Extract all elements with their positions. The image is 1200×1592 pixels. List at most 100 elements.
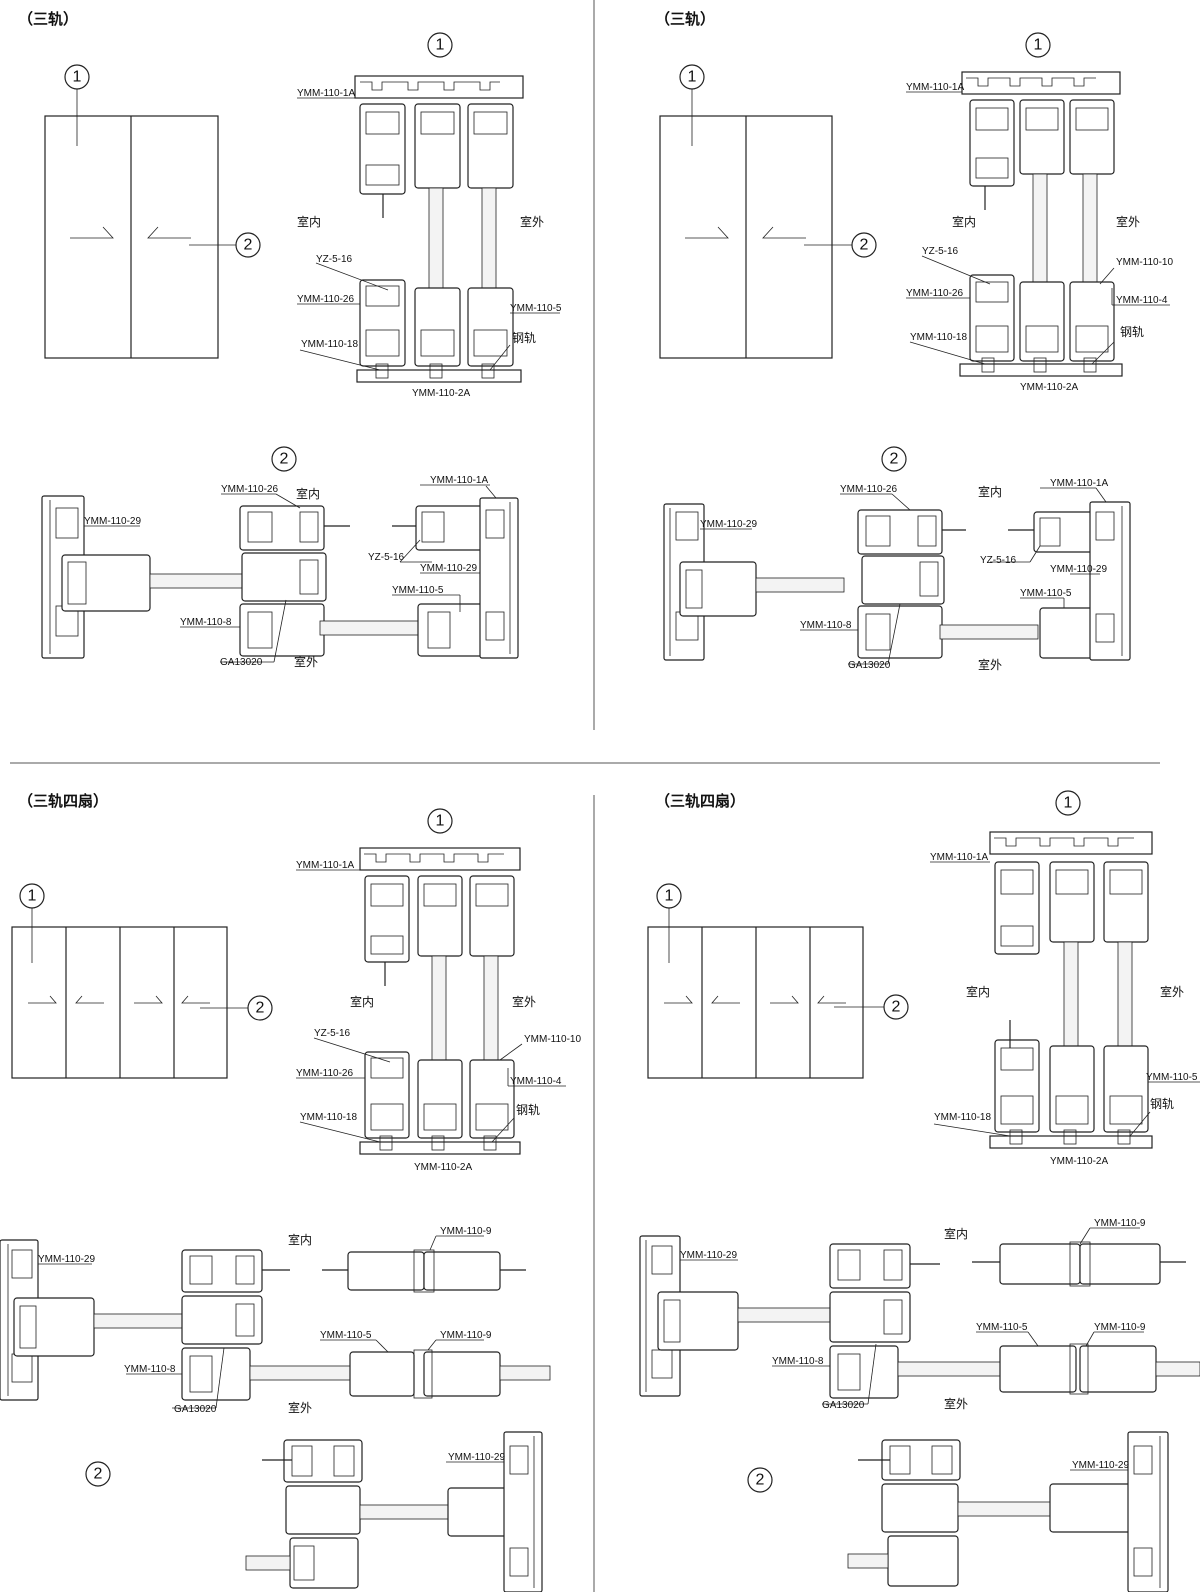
- label-sash-mid: YMM-110-5: [320, 1330, 372, 1341]
- callout-number: 1: [28, 888, 37, 905]
- label-bottom-sash: YMM-110-18: [300, 1112, 357, 1123]
- label-top-frame: YMM-110-1A: [930, 852, 988, 863]
- label-indoor: 室内: [952, 214, 976, 229]
- label-interlock: YMM-110-10: [1116, 257, 1173, 268]
- vertical-section: 1: [296, 808, 566, 1155]
- label-bottom-frame: YMM-110-2A: [1020, 382, 1078, 393]
- label-rail: 钢轨: [1120, 325, 1144, 339]
- elevation-four-panel: 1 2: [647, 883, 909, 1079]
- label-sash-right: YMM-110-5: [1146, 1072, 1198, 1083]
- callout-number: 2: [244, 237, 253, 254]
- vertical-section: 1: [297, 32, 560, 383]
- callout-number: 1: [436, 813, 445, 830]
- label-gasket: GA13020: [822, 1400, 865, 1411]
- elevation-four-panel: 1 2: [11, 883, 273, 1079]
- elevation-two-panel: 1 2: [659, 64, 877, 359]
- callout-number: 2: [256, 1000, 265, 1017]
- section-title-q3: （三轨四扇）: [18, 792, 108, 810]
- vertical-section: 1: [906, 32, 1170, 377]
- quadrant-three-track-four-panel-b: 1 2 1: [639, 790, 1200, 1592]
- label-sash-left-h: YMM-110-8: [772, 1356, 824, 1367]
- label-bottom-sash: YMM-110-18: [301, 339, 358, 350]
- label-side-frame: YMM-110-29: [38, 1254, 95, 1265]
- section-title-q2: （三轨）: [655, 10, 715, 28]
- label-indoor-h: 室内: [978, 484, 1002, 499]
- label-rail: 钢轨: [512, 331, 536, 345]
- label-rail: 钢轨: [1150, 1097, 1174, 1111]
- callout-circle-2: [235, 232, 261, 258]
- elevation-two-panel: 1 2: [44, 64, 261, 359]
- vertical-section: 1: [930, 790, 1200, 1149]
- horizontal-section-jamb: 2: [747, 1431, 1169, 1592]
- horizontal-section: [0, 1235, 551, 1409]
- label-outdoor-h: 室外: [294, 654, 318, 669]
- label-seal-h: YZ-5-16: [368, 552, 405, 563]
- label-bottom-frame: YMM-110-2A: [414, 1162, 472, 1173]
- label-outdoor: 室外: [512, 994, 536, 1009]
- label-right-frame: YMM-110-1A: [430, 475, 488, 486]
- label-mullion-mid: YMM-110-9: [1094, 1322, 1146, 1333]
- section-title-q4: （三轨四扇）: [655, 792, 745, 810]
- label-sash-top: YMM-110-26: [221, 484, 278, 495]
- label-sash-top: YMM-110-26: [840, 484, 897, 495]
- label-outdoor: 室外: [1160, 984, 1184, 999]
- label-mullion-top: YMM-110-9: [1094, 1218, 1146, 1229]
- label-indoor: 室内: [966, 984, 990, 999]
- label-bottom-sash: YMM-110-18: [934, 1112, 991, 1123]
- callout-number: 2: [892, 999, 901, 1016]
- label-sash-left-h: YMM-110-8: [180, 617, 232, 628]
- label-indoor: 室内: [350, 994, 374, 1009]
- label-gasket: GA13020: [848, 660, 891, 671]
- label-top-frame: YMM-110-1A: [296, 860, 354, 871]
- quadrant-three-track-four-panel: 1 2 1: [0, 808, 581, 1592]
- label-seal: YZ-5-16: [922, 246, 959, 257]
- label-bottom-frame: YMM-110-2A: [1050, 1156, 1108, 1167]
- callout-number: 1: [1064, 795, 1073, 812]
- label-sash-left: YMM-110-26: [297, 294, 354, 305]
- label-rail: 钢轨: [516, 1103, 540, 1117]
- label-side-frame: YMM-110-29: [84, 516, 141, 527]
- quadrant-three-track-b: 1 2 1: [659, 32, 1173, 672]
- label-sash-left: YMM-110-26: [906, 288, 963, 299]
- label-sash-right: YMM-110-5: [510, 303, 562, 314]
- label-gasket: GA13020: [174, 1404, 217, 1415]
- label-mullion-top: YMM-110-9: [440, 1226, 492, 1237]
- horizontal-section: 2: [663, 446, 1131, 665]
- callout-number: 1: [73, 69, 82, 86]
- label-sash-right: YMM-110-4: [510, 1076, 562, 1087]
- label-sash-left-h: YMM-110-8: [124, 1364, 176, 1375]
- label-outdoor: 室外: [520, 214, 544, 229]
- callout-circle-1: [64, 64, 90, 90]
- label-top-frame: YMM-110-1A: [906, 82, 964, 93]
- callout-number: 2: [890, 451, 899, 468]
- label-indoor-h: 室内: [288, 1232, 312, 1247]
- section-title-q1: （三轨）: [18, 10, 78, 28]
- callout-number: 1: [688, 69, 697, 86]
- label-side-frame-r: YMM-110-29: [1072, 1460, 1129, 1471]
- callout-number: 1: [665, 888, 674, 905]
- label-indoor-h: 室内: [944, 1226, 968, 1241]
- label-side-frame: YMM-110-29: [700, 519, 757, 530]
- callout-number: 2: [756, 1472, 765, 1489]
- horizontal-section: [639, 1227, 1200, 1405]
- horizontal-section: 2: [41, 446, 519, 663]
- label-right-frame: YMM-110-1A: [1050, 478, 1108, 489]
- label-sash-mid: YMM-110-5: [976, 1322, 1028, 1333]
- callout-number: 2: [860, 237, 869, 254]
- quadrant-three-track: 1 2 1: [41, 32, 562, 669]
- label-indoor-h: 室内: [296, 486, 320, 501]
- label-side-frame: YMM-110-29: [680, 1250, 737, 1261]
- label-seal: YZ-5-16: [316, 254, 353, 265]
- label-bottom-frame: YMM-110-2A: [412, 388, 470, 399]
- label-sash-left-h: YMM-110-8: [800, 620, 852, 631]
- label-side-frame-r: YMM-110-29: [420, 563, 477, 574]
- label-gasket: GA13020: [220, 657, 263, 668]
- horizontal-section-jamb: 2: [85, 1431, 543, 1592]
- label-top-frame: YMM-110-1A: [297, 88, 355, 99]
- label-outdoor-h: 室外: [978, 657, 1002, 672]
- label-mullion-mid: YMM-110-9: [440, 1330, 492, 1341]
- label-sash-right: YMM-110-4: [1116, 295, 1168, 306]
- label-outdoor-h: 室外: [288, 1400, 312, 1415]
- label-sash-left: YMM-110-26: [296, 1068, 353, 1079]
